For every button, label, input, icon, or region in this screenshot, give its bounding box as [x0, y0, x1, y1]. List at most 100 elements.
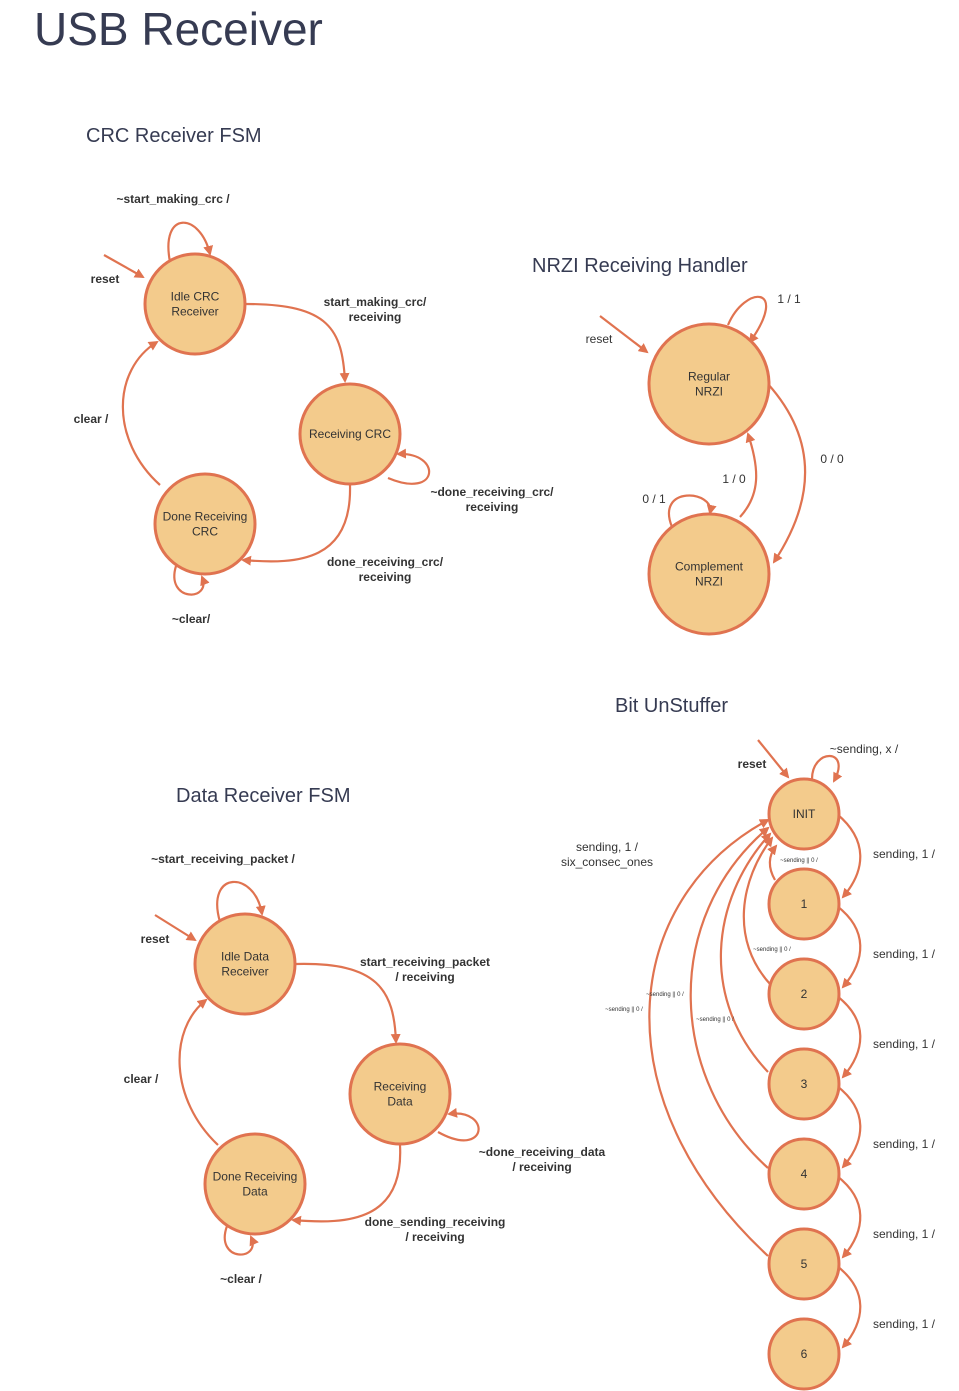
state-crc-done-label: Done Receiving: [163, 510, 248, 524]
label-nrzi-reset: reset: [586, 332, 613, 346]
label-bit-2-back: ~sending || 0 /: [753, 947, 791, 953]
state-bit-6-circle: [767, 1317, 841, 1391]
label-bit-3-back: ~sending || 0 /: [646, 992, 684, 998]
bit-5-back-to-init: [648, 819, 770, 1257]
data-idle-to-receiving: [295, 962, 401, 1044]
label-bit-init-to-1: sending, 1 /: [873, 847, 936, 861]
state-bit-2: 2: [767, 957, 841, 1031]
label-data-clear: clear /: [124, 1072, 159, 1086]
state-crc-idle-label: Idle CRC: [171, 290, 220, 304]
nrzi-section-title: NRZI Receiving Handler: [532, 255, 748, 277]
label-bit-5-back: ~sending || 0 /: [605, 1007, 643, 1013]
label-bit-self-init: ~sending, x /: [830, 742, 899, 756]
label-crc-clear: clear /: [74, 412, 109, 426]
bit-2-back-to-init: [742, 836, 774, 985]
bit-5-to-6: [836, 1265, 862, 1349]
label-bit-4-back: ~sending || 0 /: [696, 1017, 734, 1023]
label-crc-receiving-to-done: done_receiving_crc/receiving: [327, 555, 444, 584]
bit-3-back-to-init: [719, 832, 772, 1073]
nrzi-reset-arrow: [599, 315, 649, 354]
label-crc-idle-to-receiving: start_making_crc/receiving: [324, 295, 427, 324]
crc-idle-to-receiving: [245, 302, 350, 383]
state-crc-receiving: Receiving CRC: [298, 382, 402, 486]
crc-receiving-self-loop: [387, 448, 431, 485]
bit-1-back-to-init: [767, 844, 778, 881]
label-data-idle-to-receiving: start_receiving_packet/ receiving: [360, 955, 490, 984]
data-done-to-idle: [178, 998, 219, 1146]
state-bit-6-label: 6: [801, 1347, 808, 1361]
state-crc-done-circle: [153, 472, 257, 576]
label-bit-3-to-4: sending, 1 /: [873, 1137, 936, 1151]
state-data-idle-label: Idle Data: [221, 950, 269, 964]
state-nrzi-complement-circle: [647, 512, 771, 636]
state-bit-3: 3: [767, 1047, 841, 1121]
data-edges: [154, 880, 480, 1256]
state-crc-idle-circle: [143, 252, 247, 356]
bit-reset-arrow: [757, 739, 790, 779]
state-bit-4-circle: [767, 1137, 841, 1211]
state-data-receiving-circle: [348, 1042, 452, 1146]
label-bit-2-to-3: sending, 1 /: [873, 1037, 936, 1051]
label-bit-1-back: ~sending || 0 /: [780, 858, 818, 864]
nrzi-regular-self-loop: [726, 295, 768, 344]
data-receiving-self-loop: [437, 1107, 480, 1142]
state-bit-3-circle: [767, 1047, 841, 1121]
label-bit-reset: reset: [738, 757, 767, 771]
label-nrzi-self-complement: 0 / 1: [642, 492, 666, 506]
label-nrzi-complement-to-regular: 1 / 0: [722, 472, 746, 486]
crc-done-self-loop: [173, 565, 210, 596]
state-crc-done-label: CRC: [192, 525, 218, 539]
state-bit-4: 4: [767, 1137, 841, 1211]
label-data-receiving-to-done: done_sending_receiving/ receiving: [365, 1215, 506, 1244]
state-bit-2-label: 2: [801, 987, 808, 1001]
label-bit-5-to-6: sending, 1 /: [873, 1317, 936, 1331]
state-nrzi-complement-label: NRZI: [695, 575, 723, 589]
state-crc-idle-label: Receiver: [171, 305, 218, 319]
state-bit-6: 6: [767, 1317, 841, 1391]
label-crc-self-done: ~clear/: [172, 612, 211, 626]
label-nrzi-self-regular: 1 / 1: [777, 292, 801, 306]
label-bit-1-to-2: sending, 1 /: [873, 947, 936, 961]
state-bit-init: INIT: [767, 777, 841, 851]
state-bit-init-label: INIT: [793, 807, 816, 821]
state-bit-3-label: 3: [801, 1077, 808, 1091]
crc-edges: [103, 221, 431, 596]
label-data-reset: reset: [141, 932, 170, 946]
state-nrzi-regular-label: Regular: [688, 370, 730, 384]
page-title: USB Receiver: [34, 3, 323, 55]
label-crc-self-idle: ~start_making_crc /: [116, 192, 230, 206]
state-data-idle-circle: [193, 912, 297, 1016]
bit-3-to-4: [836, 1085, 862, 1169]
label-data-self-receiving: ~done_receiving_data/ receiving: [479, 1145, 606, 1174]
label-nrzi-regular-to-complement: 0 / 0: [820, 452, 844, 466]
state-data-idle-label: Receiver: [221, 965, 268, 979]
bit-init-self-loop: [810, 755, 843, 783]
transition-labels: ~start_making_crc / reset start_making_c…: [74, 192, 936, 1331]
state-bit-1: 1: [767, 867, 841, 941]
label-data-self-idle: ~start_receiving_packet /: [151, 852, 295, 866]
state-bit-4-label: 4: [801, 1167, 808, 1181]
bit-2-to-3: [836, 995, 862, 1079]
label-bit-4-to-5: sending, 1 /: [873, 1227, 936, 1241]
bit-4-to-5: [836, 1175, 862, 1259]
bit-init-to-1: [836, 813, 862, 899]
unstuffer-edges: [648, 739, 862, 1349]
state-crc-receiving-circle: [298, 382, 402, 486]
state-crc-receiving-label: Receiving CRC: [309, 427, 391, 441]
state-data-done-label: Data: [242, 1185, 268, 1199]
unstuffer-section-title: Bit UnStuffer: [615, 695, 728, 717]
bit-4-back-to-init: [689, 826, 770, 1169]
state-nrzi-regular-label: NRZI: [695, 385, 723, 399]
label-data-self-done: ~clear /: [220, 1272, 262, 1286]
label-bit-5-to-init: sending, 1 /six_consec_ones: [561, 840, 653, 869]
state-data-done-label: Done Receiving: [213, 1170, 298, 1184]
state-bit-5: 5: [767, 1227, 841, 1301]
state-data-receiving-label: Receiving: [374, 1080, 427, 1094]
